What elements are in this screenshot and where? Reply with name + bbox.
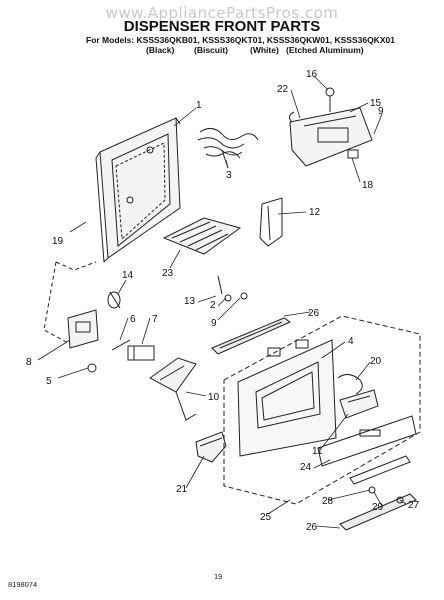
part-15-control-box	[288, 87, 373, 167]
page-title: DISPENSER FRONT PARTS	[123, 18, 321, 35]
part-5-screw	[87, 363, 97, 373]
document-number: 8198074	[8, 580, 38, 589]
callout-24: 24	[300, 462, 312, 473]
part-3-wiring	[197, 128, 259, 169]
part-25-panel-outline	[223, 315, 421, 505]
callout-26-bottom: 26	[306, 522, 318, 533]
callout-21: 21	[176, 484, 188, 495]
part-26-bottom-trim	[339, 455, 417, 531]
callout-23: 23	[162, 268, 174, 279]
callout-1: 1	[196, 100, 202, 111]
callout-16: 16	[306, 69, 318, 80]
page-number: 19	[214, 572, 223, 581]
part-20-11-control	[337, 374, 379, 419]
callout-9-mid: 9	[211, 318, 217, 329]
part-14-actuator	[107, 291, 121, 309]
watermark: www.AppliancePartsPros.com	[105, 4, 339, 22]
part-24-display	[317, 415, 417, 467]
callout-11: 11	[312, 446, 323, 457]
callout-20: 20	[370, 356, 382, 367]
callout-15: 15	[370, 98, 382, 109]
callout-6: 6	[130, 314, 136, 325]
callout-3: 3	[226, 170, 232, 181]
callout-19: 19	[52, 236, 64, 247]
callout-14: 14	[122, 270, 134, 281]
callout-labels: 1 22 16 15 9 3 18 12 19 23 14 13 2 9 26 …	[26, 69, 420, 533]
part-10-chute	[149, 357, 197, 421]
finish-black: (Black)	[146, 45, 175, 55]
callout-12: 12	[309, 207, 321, 218]
part-12-bracket	[259, 197, 283, 247]
finish-white: (White)	[250, 45, 279, 55]
part-4-escutcheon	[237, 339, 337, 457]
leader-lines	[37, 75, 407, 529]
part-6-7-links	[111, 339, 155, 361]
part-1-housing	[95, 117, 181, 263]
callout-5: 5	[46, 376, 52, 387]
callout-26-top: 26	[308, 308, 320, 319]
part-13-2-9-small	[217, 275, 248, 302]
callout-28: 28	[322, 496, 334, 507]
callout-10: 10	[208, 392, 220, 403]
part-8-lower-housing	[43, 261, 99, 349]
part-21-funnel	[195, 431, 227, 463]
callout-9-top: 9	[378, 106, 384, 117]
callout-22: 22	[277, 84, 289, 95]
callout-2: 2	[210, 300, 216, 311]
part-26-top-trim	[211, 317, 292, 355]
models-line: For Models: KSSS36QKB01, KSSS36QKT01, KS…	[86, 35, 395, 45]
finish-etched-aluminum: (Etched Aluminum)	[286, 45, 364, 55]
callout-13: 13	[184, 296, 196, 307]
callout-27: 27	[408, 500, 420, 511]
callout-25: 25	[260, 512, 272, 523]
callout-18: 18	[362, 180, 374, 191]
callout-7: 7	[152, 314, 158, 325]
callout-29: 29	[372, 502, 384, 513]
part-23-grille	[162, 217, 242, 255]
callout-8: 8	[26, 357, 32, 368]
finish-biscuit: (Biscuit)	[194, 45, 228, 55]
callout-4: 4	[348, 336, 354, 347]
